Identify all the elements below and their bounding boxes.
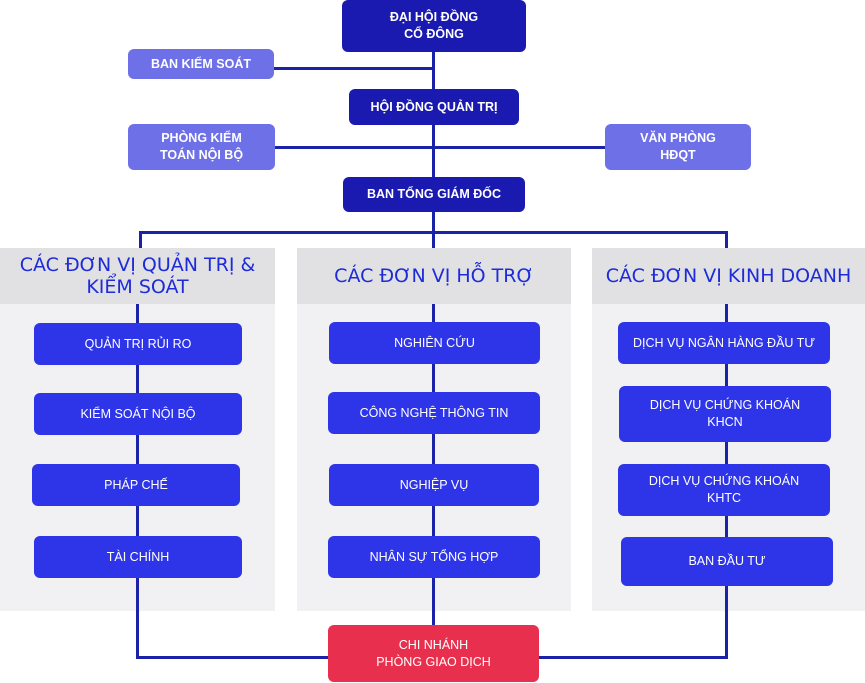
unit-operations: NGHIỆP VỤ (329, 464, 539, 506)
board-box: HỘI ĐỒNG QUẢN TRỊ (349, 89, 519, 125)
branch-box: CHI NHÁNH PHÒNG GIAO DỊCH (328, 625, 539, 682)
unit-legal: PHÁP CHẾ (32, 464, 240, 506)
unit-investment-board: BAN ĐẦU TƯ (621, 537, 833, 586)
bottom-line-right (537, 656, 728, 659)
connector-supervisory (273, 67, 434, 70)
unit-internal-control: KIỂM SOÁT NỘI BỘ (34, 393, 242, 435)
unit-institutional-brokerage: DỊCH VỤ CHỨNG KHOÁN KHTC (618, 464, 830, 516)
unit-research: NGHIÊN CỨU (329, 322, 540, 364)
ceo-box: BAN TỔNG GIÁM ĐỐC (343, 177, 525, 212)
unit-it: CÔNG NGHỆ THÔNG TIN (328, 392, 540, 434)
drop-line-right (725, 231, 728, 250)
shareholders-box: ĐẠI HỘI ĐỒNG CỔ ĐÔNG (342, 0, 526, 52)
group-title-governance: CÁC ĐƠN VỊ QUẢN TRỊ & KIỂM SOÁT (0, 248, 275, 304)
supervisory-box: BAN KIỂM SOÁT (128, 49, 274, 79)
drop-line-left (139, 231, 142, 250)
connector-audit-office (273, 146, 606, 149)
group-title-support: CÁC ĐƠN VỊ HỖ TRỢ (297, 248, 571, 304)
unit-finance: TÀI CHÍNH (34, 536, 242, 578)
unit-investment-banking: DỊCH VỤ NGÂN HÀNG ĐẦU TƯ (618, 322, 830, 364)
unit-risk-management: QUẢN TRỊ RỦI RO (34, 323, 242, 365)
group-title-business: CÁC ĐƠN VỊ KINH DOANH (592, 248, 865, 304)
unit-retail-brokerage: DỊCH VỤ CHỨNG KHOÁN KHCN (619, 386, 831, 442)
trunk-line-mid (432, 212, 435, 250)
internal-audit-box: PHÒNG KIỂM TOÁN NỘI BỘ (128, 124, 275, 170)
board-office-box: VĂN PHÒNG HĐQT (605, 124, 751, 170)
bottom-line-left (136, 656, 330, 659)
unit-hr: NHÂN SỰ TỔNG HỢP (328, 536, 540, 578)
